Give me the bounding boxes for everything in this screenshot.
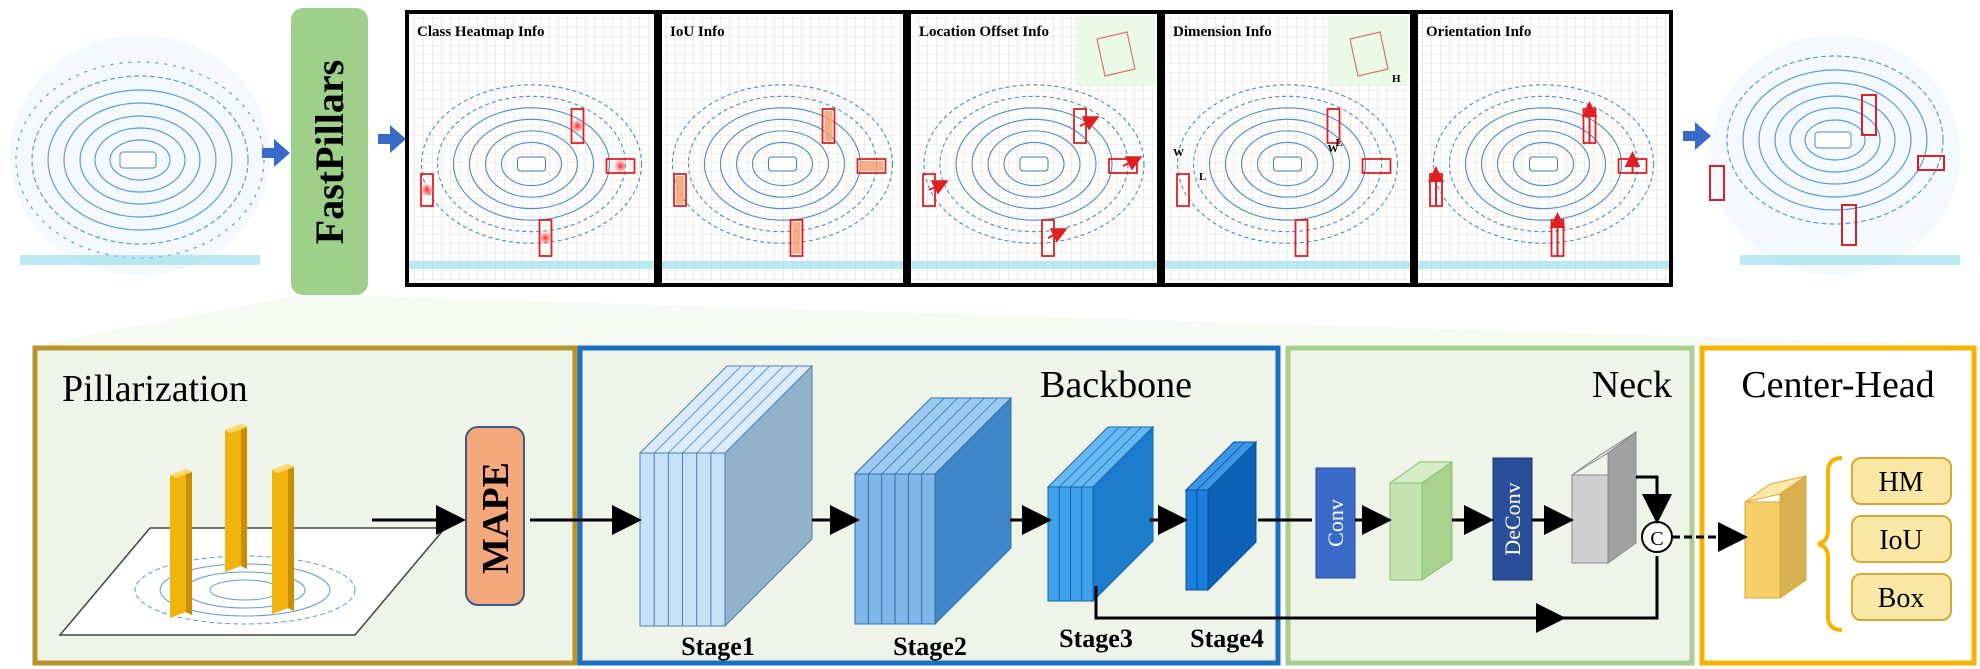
pillarization-block: Pillarization MAPE xyxy=(32,345,578,666)
pillarization-title: Pillarization xyxy=(62,368,248,410)
head-output-label: Box xyxy=(1878,583,1925,614)
head-output-box xyxy=(1851,457,1952,505)
head-output-box xyxy=(1851,515,1952,563)
pillar-icon xyxy=(170,469,192,618)
dimension-mark: L xyxy=(1336,137,1343,149)
concat-label: C xyxy=(1650,528,1663,550)
head-output-label: IoU xyxy=(1879,525,1923,556)
dimension-mark: W xyxy=(1173,147,1184,159)
stage-feature-map xyxy=(1184,440,1258,592)
dimension-mark: L xyxy=(1199,171,1206,183)
panels-arrow-icon xyxy=(378,125,406,153)
info-panel: IoU Info xyxy=(662,14,903,283)
panel-title: Dimension Info xyxy=(1173,24,1272,40)
head-output-label: HM xyxy=(1878,467,1923,498)
neck-block: Neck Conv DeConv C xyxy=(1285,345,1695,666)
center-head-title: Center-Head xyxy=(1741,364,1934,406)
info-panel: Orientation Info xyxy=(1418,14,1669,283)
output-arrow-icon xyxy=(1683,122,1711,150)
pillar-icon xyxy=(272,464,294,614)
stage-label: Stage1 xyxy=(681,632,755,661)
output-point-cloud xyxy=(1709,35,1960,275)
head-feature-map xyxy=(1744,475,1807,599)
mape-box xyxy=(465,426,525,606)
stage-label: Stage3 xyxy=(1059,624,1133,653)
backbone-block: Backbone Stage1 Stage2 Stage3 Stage4 xyxy=(577,345,1281,666)
head-output-box xyxy=(1851,573,1952,621)
zoom-connector xyxy=(35,296,1970,345)
dimension-mark: H xyxy=(1392,73,1401,85)
deconv-label: DeConv xyxy=(1500,482,1525,555)
stage-label: Stage2 xyxy=(893,632,967,661)
panel-title: Class Heatmap Info xyxy=(417,24,545,40)
input-arrow-icon xyxy=(262,139,290,167)
panel-title: Orientation Info xyxy=(1426,24,1531,40)
dimension-mark: W xyxy=(1328,143,1339,155)
flow-arrows xyxy=(530,475,1748,633)
panel-title: Location Offset Info xyxy=(919,24,1049,40)
fastpillars-box: FastPillars xyxy=(291,8,368,295)
deconv-box xyxy=(1492,457,1533,581)
center-head-block: Center-Head HM IoU Box xyxy=(1699,345,1977,666)
stage-feature-map xyxy=(1046,425,1155,603)
neck-feature-map xyxy=(1388,461,1454,581)
mape-label: MAPE xyxy=(475,462,517,574)
stage-feature-map xyxy=(638,364,814,628)
info-panels: Class Heatmap Info IoU Info Location Offse… xyxy=(405,10,1673,287)
neck-title: Neck xyxy=(1592,364,1672,406)
fastpillars-label: FastPillars xyxy=(307,60,352,244)
stage-label: Stage4 xyxy=(1190,624,1264,653)
conv-label: Conv xyxy=(1323,499,1348,547)
output-brace xyxy=(1817,456,1843,632)
conv-box xyxy=(1315,467,1356,579)
panel-title: IoU Info xyxy=(670,24,725,40)
info-panel: Class Heatmap Info xyxy=(409,14,654,283)
info-panel: Location Offset Info xyxy=(911,14,1157,283)
neck-upsampled-map xyxy=(1571,431,1637,564)
input-point-cloud xyxy=(10,35,270,275)
backbone-title: Backbone xyxy=(1040,364,1192,406)
stage-feature-map xyxy=(853,396,1013,626)
pillar-icon xyxy=(225,424,247,572)
